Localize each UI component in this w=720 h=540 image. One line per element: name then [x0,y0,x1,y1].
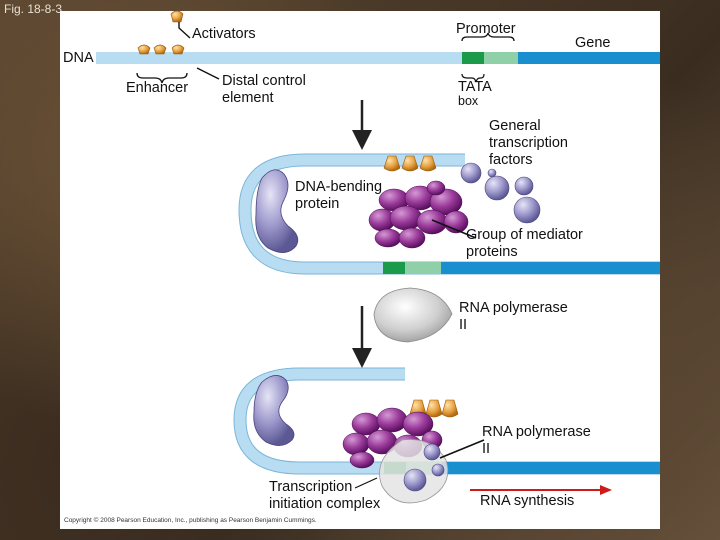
label-box: box [458,94,479,108]
mediator-cluster-middle [368,180,469,249]
label-dna: DNA [63,50,94,66]
activators-top [137,10,185,55]
enhancer-brace [136,72,188,84]
label-enhancer: Enhancer [126,80,189,96]
label-dna-bending-protein: DNA-bending protein [295,179,383,212]
mediator-pointer [431,219,477,239]
distal-pointer [196,67,220,80]
dna-strand-top [96,52,660,64]
activators-pointer [178,22,191,39]
gtf-bottom [403,443,445,492]
tata-brace [461,73,485,83]
rna-polymerase-ii-free [373,287,453,343]
complex-pointer [354,477,378,489]
copyright-notice: Copyright © 2008 Pearson Education, Inc.… [64,517,317,524]
figure-label: Fig. 18-8-3 [4,2,63,16]
label-tata: TATA [458,79,492,95]
label-rna-polymerase-ii-1: RNA polymerase II [459,300,568,333]
general-transcription-factors [460,162,541,224]
label-distal-control-element: Distal control element [222,73,306,106]
label-general-transcription-factors: General transcription factors [489,118,568,168]
activators-middle [383,155,437,172]
gene-segment [518,52,660,64]
promoter-segment [484,52,518,64]
label-gene: Gene [575,35,611,51]
label-rna-synthesis: RNA synthesis [480,493,575,509]
promoter-brace [461,32,515,42]
dna-loop-bottom [233,367,660,475]
label-transcription-initiation-complex: Transcription initiation complex [269,479,381,512]
label-activators: Activators [192,26,256,42]
dna-bending-protein [255,169,299,253]
polymerase-pointer [439,439,485,459]
label-group-of-mediator-proteins: Group of mediator proteins [466,227,583,260]
dna-loop-middle [238,153,660,275]
rna-synthesis-arrowhead [600,485,612,495]
dna-bending-protein-bottom [253,375,295,446]
label-promoter: Promoter [456,21,516,37]
label-rna-polymerase-ii-2: RNA polymerase II [482,424,591,457]
tata-box-segment [462,52,484,64]
